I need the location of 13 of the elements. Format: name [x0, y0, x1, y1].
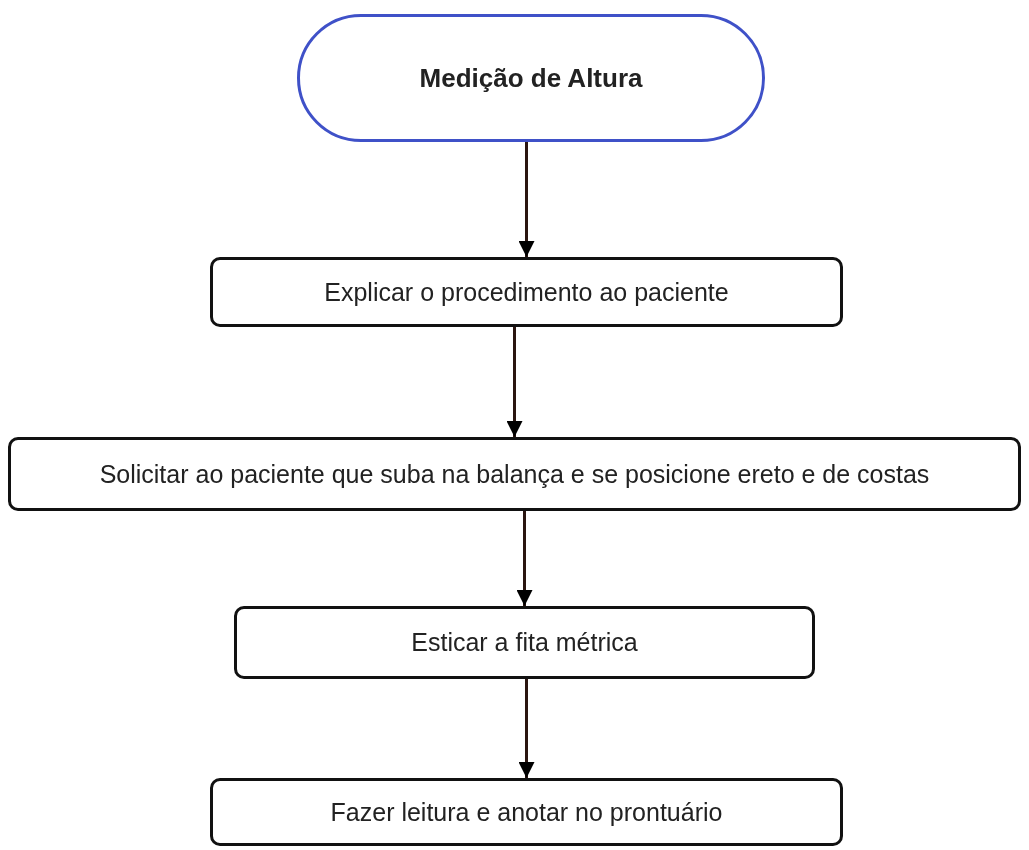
- arrow: [518, 679, 535, 778]
- node-label: Fazer leitura e anotar no prontuário: [330, 797, 723, 827]
- process-box: [8, 437, 1021, 511]
- node-label: Esticar a fita métrica: [411, 628, 638, 657]
- node-label: Solicitar ao paciente que suba na balança e se posicione ereto e de costas: [99, 459, 930, 489]
- node-label: Explicar o procedimento ao paciente: [324, 277, 729, 307]
- process-box: [210, 257, 843, 327]
- process-box: [210, 778, 843, 846]
- node-label: Medição de Altura: [419, 62, 643, 94]
- arrow: [516, 511, 533, 606]
- process-box: [234, 606, 815, 679]
- arrow: [518, 142, 535, 257]
- arrow: [506, 327, 523, 437]
